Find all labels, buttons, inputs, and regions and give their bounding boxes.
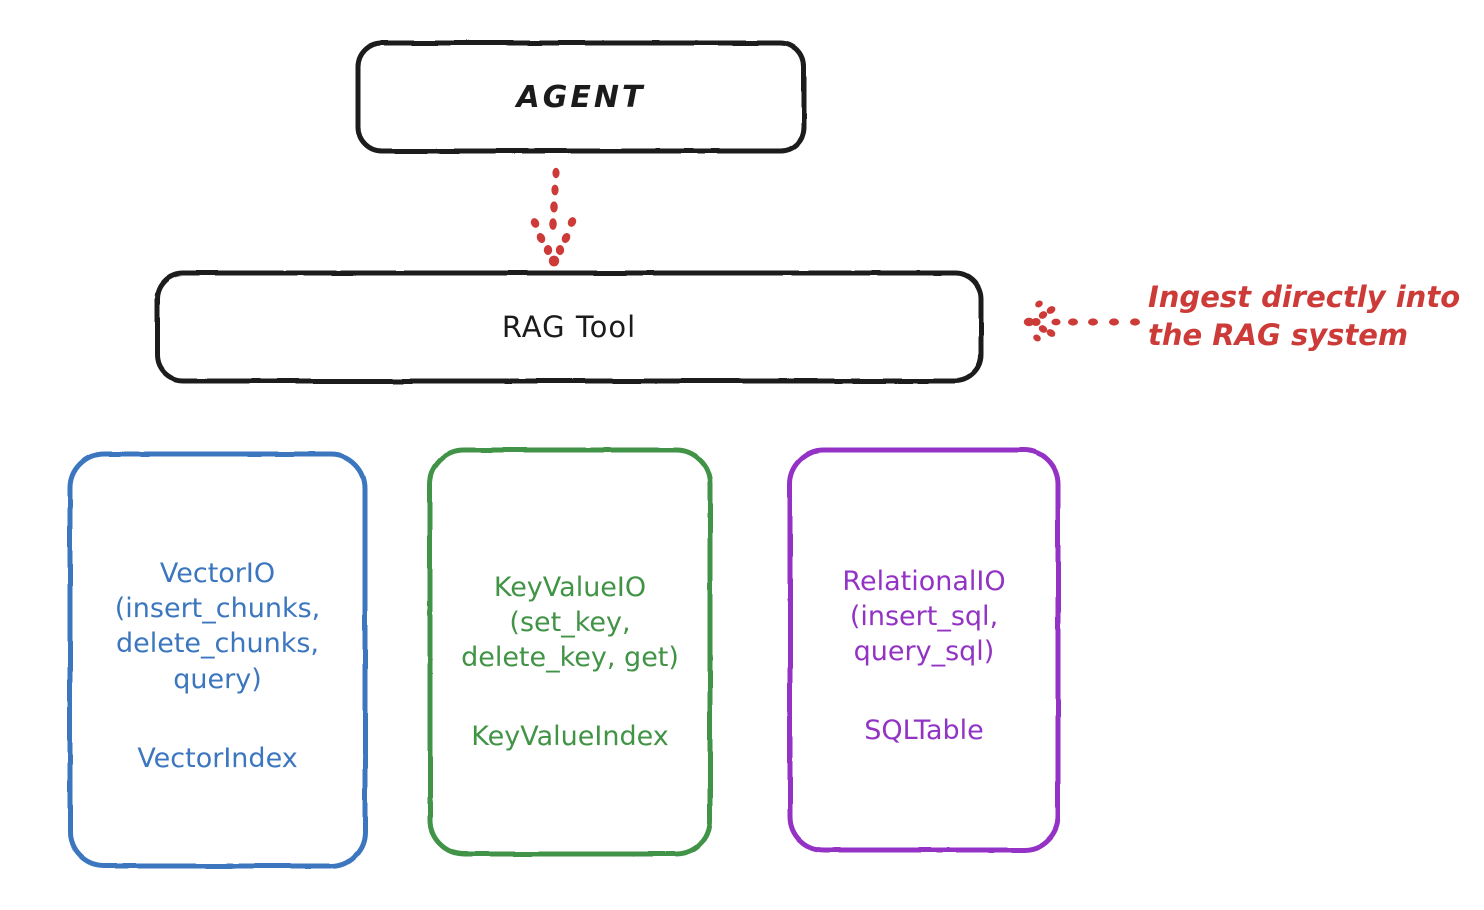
agent-label: AGENT bbox=[516, 79, 646, 115]
relational-io-api-label: RelationalIO (insert_sql, query_sql) bbox=[842, 565, 1006, 667]
node-key-value-io[interactable]: KeyValueIO (set_key, delete_key, get) Ke… bbox=[428, 448, 712, 856]
connector-agent-to-rag-tool bbox=[530, 167, 577, 267]
node-agent[interactable]: AGENT bbox=[357, 42, 805, 152]
agent-box-outline bbox=[355, 40, 807, 154]
relational-io-box-outline bbox=[787, 447, 1061, 853]
vector-io-box-outline bbox=[67, 451, 368, 869]
rag-tool-box-outline bbox=[154, 270, 984, 384]
vector-io-body: VectorIO (insert_chunks, delete_chunks, … bbox=[68, 556, 367, 775]
key-value-io-box-outline bbox=[427, 447, 713, 857]
key-value-io-body: KeyValueIO (set_key, delete_key, get) Ke… bbox=[428, 570, 712, 754]
relational-io-index-label: SQLTable bbox=[864, 715, 984, 747]
connector-ingest-to-rag-tool bbox=[1023, 300, 1140, 342]
node-vector-io[interactable]: VectorIO (insert_chunks, delete_chunks, … bbox=[68, 452, 367, 868]
vector-io-index-label: VectorIndex bbox=[137, 742, 298, 774]
relational-io-body: RelationalIO (insert_sql, query_sql) SQL… bbox=[788, 564, 1060, 748]
ingest-annotation-label: Ingest directly into the RAG system bbox=[1148, 280, 1461, 353]
key-value-io-api-label: KeyValueIO (set_key, delete_key, get) bbox=[461, 571, 679, 673]
key-value-io-index-label: KeyValueIndex bbox=[471, 721, 669, 753]
rag-tool-label: RAG Tool bbox=[501, 310, 637, 344]
node-relational-io[interactable]: RelationalIO (insert_sql, query_sql) SQL… bbox=[788, 448, 1060, 852]
vector-io-api-label: VectorIO (insert_chunks, delete_chunks, … bbox=[114, 558, 321, 695]
node-rag-tool[interactable]: RAG Tool bbox=[156, 272, 982, 382]
